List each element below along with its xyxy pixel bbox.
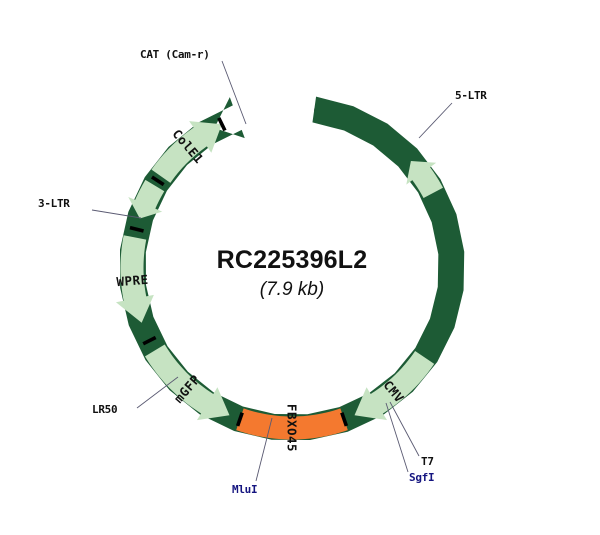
site-tick — [142, 335, 157, 346]
callout-label-three-ltr[interactable]: 3-LTR — [38, 197, 71, 210]
feature-arrow-three-ltr[interactable] — [128, 179, 165, 219]
site-leader-mlui — [255, 417, 273, 482]
plasmid-name-title: RC225396L2 — [217, 246, 368, 274]
site-label-sgfi[interactable]: SgfI — [409, 471, 435, 484]
site-tick — [217, 117, 227, 132]
site-tick — [235, 412, 244, 427]
callout-label-cat[interactable]: CAT (Cam-r) — [140, 48, 210, 61]
feature-arrow-wpre[interactable] — [115, 235, 154, 323]
feature-arrow-fbxo45[interactable] — [236, 408, 348, 440]
site-leader-lr50 — [136, 376, 179, 409]
site-leader-sgfi — [385, 402, 409, 473]
plasmid-size-label: (7.9 kb) — [260, 279, 324, 300]
site-tick — [150, 175, 165, 187]
callout-leader-five-ltr — [418, 102, 453, 139]
site-tick — [129, 225, 144, 233]
restriction-site-ticks — [129, 117, 349, 427]
feature-label-fbxo45: FBXO45 — [285, 404, 300, 452]
site-label-lr50[interactable]: LR50 — [92, 403, 118, 416]
feature-arrow-cmv[interactable] — [354, 351, 435, 421]
feature-arrow-five-ltr[interactable] — [406, 160, 443, 199]
site-tick — [340, 412, 349, 427]
feature-label-wpre: WPRE — [116, 272, 149, 289]
callout-leader-cat — [221, 60, 247, 125]
callout-leader-three-ltr — [91, 209, 142, 219]
feature-callouts: CAT (Cam-r) 5-LTR 3-LTR — [38, 48, 488, 219]
site-label-t7[interactable]: T7 — [421, 455, 434, 468]
callout-label-five-ltr[interactable]: 5-LTR — [455, 89, 488, 102]
feature-arrow-mgfp[interactable] — [145, 344, 230, 421]
site-label-mlui[interactable]: MluI — [232, 483, 258, 496]
feature-arrow-cole1[interactable] — [151, 121, 222, 183]
site-leader-t7 — [389, 401, 420, 457]
